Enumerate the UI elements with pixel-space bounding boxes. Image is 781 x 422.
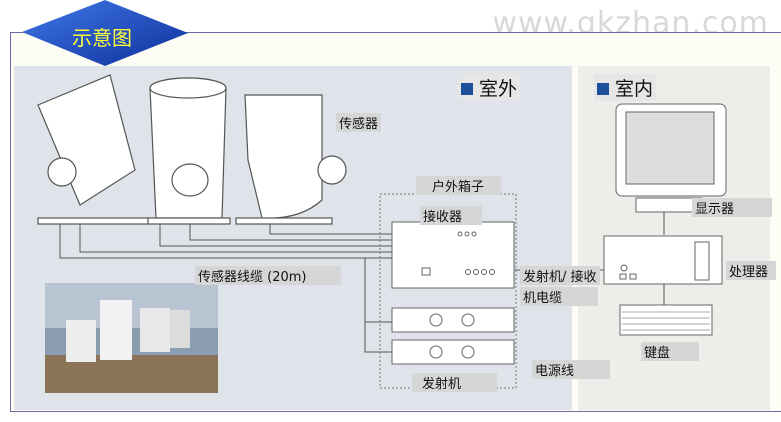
square-bullet-icon bbox=[461, 83, 473, 95]
site-photo bbox=[45, 283, 218, 393]
monitor bbox=[615, 103, 727, 213]
processor-unit bbox=[603, 235, 723, 285]
label-receiver: 接收器 bbox=[420, 206, 482, 225]
label-sensor: 传感器 bbox=[336, 113, 382, 132]
label-processor: 处理器 bbox=[726, 261, 776, 280]
outdoor-heading-text: 室外 bbox=[479, 78, 518, 100]
indoor-heading-text: 室内 bbox=[615, 78, 654, 100]
sensors bbox=[37, 74, 347, 225]
indoor-heading: 室内 bbox=[594, 74, 657, 101]
label-outdoor-box: 户外箱子 bbox=[416, 176, 501, 195]
label-tx-rx-cable-1: 发射机/ 接收 bbox=[520, 266, 600, 285]
label-sensor-cable: 传感器线缆 (20m) bbox=[195, 266, 341, 285]
label-tx-rx-cable-2: 机电缆 bbox=[520, 287, 598, 306]
label-power-cable: 电源线 bbox=[532, 360, 610, 379]
square-bullet-icon bbox=[597, 83, 609, 95]
label-display: 显示器 bbox=[692, 198, 772, 217]
title-diamond bbox=[22, 0, 188, 66]
diagram-title: 示意图 bbox=[72, 26, 132, 50]
transmitter-units bbox=[391, 307, 515, 365]
receiver-unit bbox=[391, 221, 515, 289]
outdoor-heading: 室外 bbox=[458, 74, 521, 101]
label-transmitter: 发射机 bbox=[412, 373, 497, 392]
keyboard-device bbox=[619, 304, 713, 336]
label-keyboard: 键盘 bbox=[641, 342, 699, 361]
